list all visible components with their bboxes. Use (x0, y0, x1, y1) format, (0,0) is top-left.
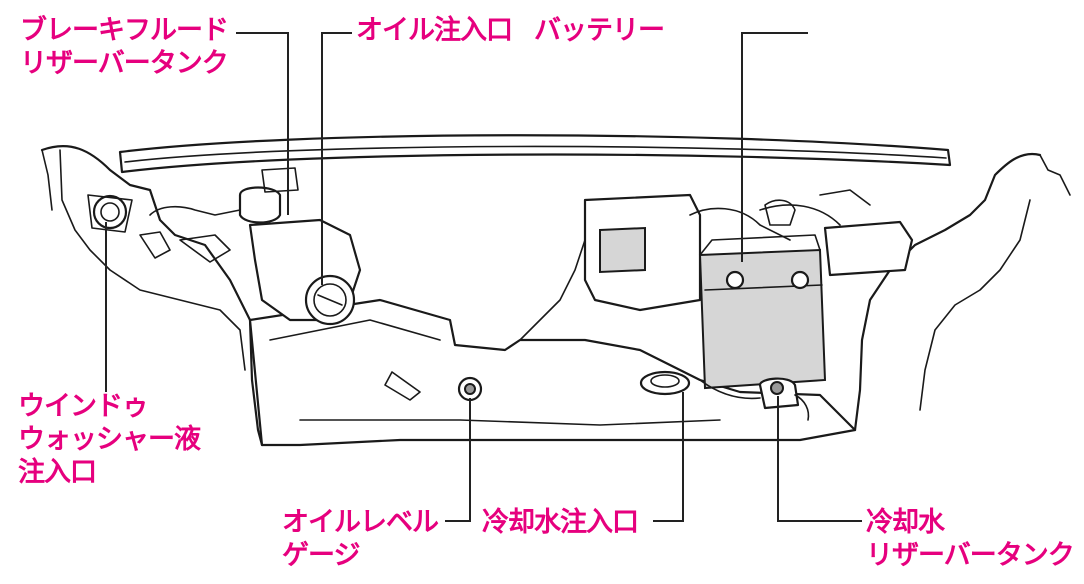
label-battery: バッテリー (534, 14, 664, 47)
label-coolant-reservoir-line1: 冷却水 (866, 506, 1074, 539)
label-washer-line2: ウォッシャー液 (18, 423, 200, 456)
label-battery-line1: バッテリー (534, 14, 664, 47)
label-washer-filler: ウインドゥ ウォッシャー液 注入口 (18, 390, 200, 489)
label-brake-fluid-line2: リザーバータンク (20, 47, 228, 80)
label-washer-line3: 注入口 (18, 456, 200, 489)
label-brake-fluid-line1: ブレーキフルード (20, 14, 228, 47)
label-oil-filler: オイル注入口 (356, 14, 512, 47)
label-washer-line1: ウインドゥ (18, 390, 200, 423)
label-coolant-reservoir: 冷却水 リザーバータンク (866, 506, 1074, 572)
label-brake-fluid-reservoir: ブレーキフルード リザーバータンク (20, 14, 228, 80)
label-oil-filler-line1: オイル注入口 (356, 14, 512, 47)
label-coolant-filler: 冷却水注入口 (482, 506, 638, 539)
label-oil-level-line1: オイルレベル (282, 506, 438, 539)
label-oil-level-gauge: オイルレベル ゲージ (282, 506, 438, 572)
label-coolant-reservoir-line2: リザーバータンク (866, 539, 1074, 572)
label-oil-level-line2: ゲージ (282, 539, 438, 572)
label-coolant-filler-line1: 冷却水注入口 (482, 506, 638, 539)
